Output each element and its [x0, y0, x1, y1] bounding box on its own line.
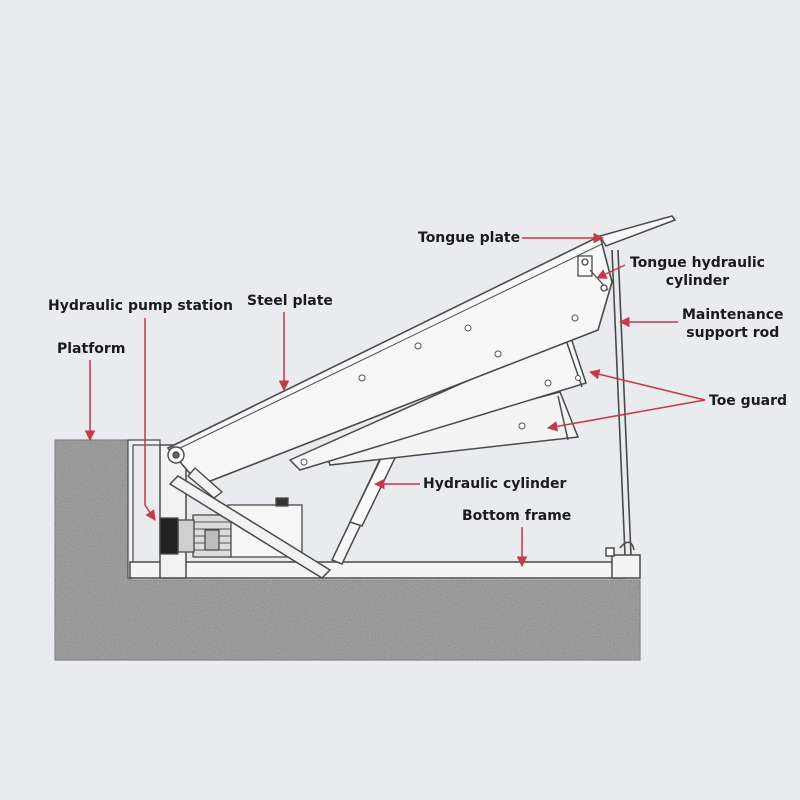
leader-tongue-hydraulic-cylinder [596, 264, 626, 279]
leader-hydraulic-pump-station [144, 318, 156, 521]
label-bottom-frame: Bottom frame [462, 508, 572, 524]
tongue-hydraulic-cylinder [577, 255, 609, 292]
label-platform: Platform [57, 341, 126, 357]
label-steel-plate: Steel plate [247, 293, 333, 309]
maintenance-support-rod [611, 249, 632, 556]
main-hydraulic-cylinder [330, 451, 398, 565]
leader-toe-guard-upper [588, 369, 706, 401]
leader-lines [84, 232, 706, 568]
tongue-plate [598, 215, 677, 247]
label-tongue-plate: Tongue plate [418, 230, 521, 246]
rear-hinge [167, 446, 224, 499]
label-toe-guard: Toe guard [709, 393, 788, 409]
leader-toe-guard-lower [546, 399, 706, 432]
label-maintenance-support-rod: Maintenance support rod [682, 307, 784, 341]
pump-front-bracket [168, 475, 332, 579]
bottom-frame [129, 541, 641, 579]
label-hydraulic-pump-station: Hydraulic pump station [48, 298, 233, 314]
deck-rivets [300, 314, 581, 466]
pit-edge-angle [127, 439, 161, 579]
label-tongue-hydraulic-cylinder: Tongue hydraulic cylinder [630, 255, 765, 289]
label-hydraulic-cylinder: Hydraulic cylinder [423, 476, 567, 492]
